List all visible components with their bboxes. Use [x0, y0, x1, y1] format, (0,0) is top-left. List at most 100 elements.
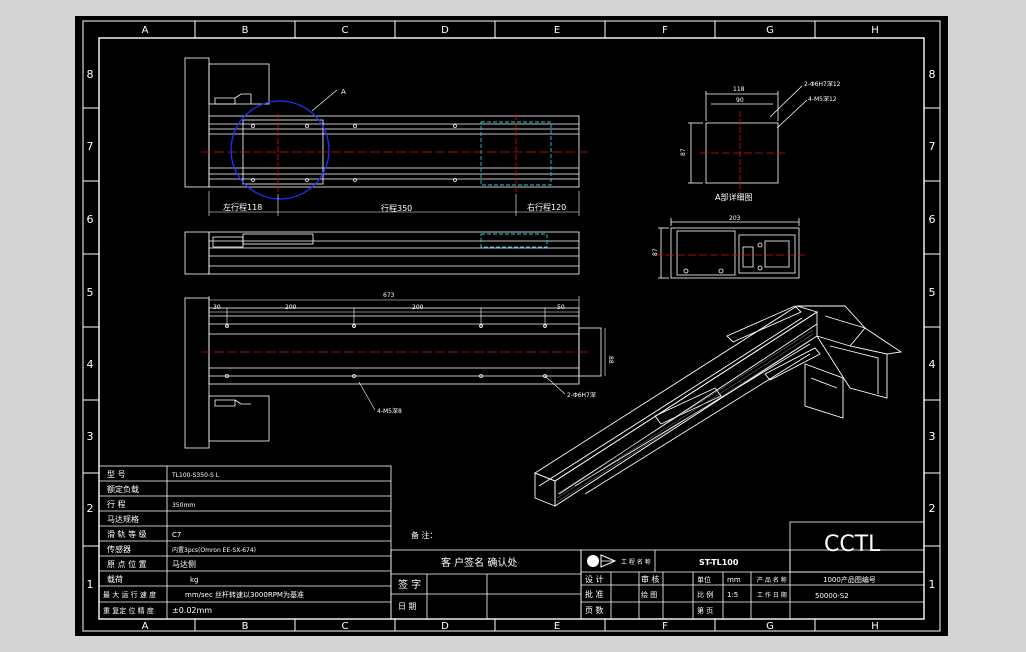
spec-label: 载荷: [107, 574, 123, 584]
spec-table-grid: [98, 465, 392, 620]
outer-frame: [82, 20, 941, 632]
detail-caption: A部详细图: [715, 192, 752, 202]
column-labels-top: A B C D E F G H: [142, 25, 879, 36]
row-label: 4: [87, 358, 94, 371]
product-name: 1000产品图编号: [823, 575, 876, 584]
top-view: [184, 57, 580, 188]
company-name: CCTL: [824, 532, 881, 557]
design-label: 设 计: [585, 574, 604, 584]
top-view-dims: [208, 191, 580, 216]
drawing-code: 50000-S2: [815, 592, 849, 600]
dim-50: 50: [557, 304, 565, 311]
row-label: 1: [87, 578, 94, 591]
row-label: 3: [929, 430, 936, 443]
detail-note-1: 2-Φ6H7深12: [804, 80, 841, 88]
row-label: 6: [929, 213, 936, 226]
detail-width-90: 90: [736, 97, 744, 104]
dim-right-travel: 右行程120: [527, 202, 566, 212]
leader-line: [311, 89, 338, 112]
product-label: 产 品 名 称: [757, 576, 787, 584]
row-label: 8: [87, 68, 94, 81]
spec-value: C7: [172, 531, 181, 539]
detail-circle: [230, 100, 330, 200]
page-label: 页 数: [585, 605, 604, 615]
project-label: 工 程 名 称: [621, 558, 651, 566]
approval-grid: [390, 549, 582, 620]
spec-value: TL100-S350-S L: [171, 472, 220, 479]
spec-label: 马达规格: [107, 514, 139, 524]
end-width: 203: [729, 215, 741, 222]
row-label: 8: [929, 68, 936, 81]
spec-label: 额定负载: [107, 484, 139, 494]
zone-ticks: [83, 21, 940, 631]
row-label: 5: [929, 286, 936, 299]
height-mark: 88: [607, 356, 614, 364]
spec-value: 马达侧: [172, 559, 196, 569]
row-label: 7: [87, 140, 94, 153]
carriage-travel-end: [480, 121, 552, 186]
sheet-label: 第 页: [697, 606, 713, 615]
detail-note-2: 4-M5深12: [808, 95, 837, 103]
col-label: F: [662, 25, 668, 36]
spec-value: 内置3pcs(Omron EE-SX-674): [172, 546, 256, 554]
col-label: H: [871, 25, 879, 36]
end-view: [658, 218, 800, 279]
spec-label: 重 复定 位 精 度: [103, 606, 154, 615]
scale-value: 1:5: [727, 591, 738, 599]
spec-table: 型 号 TL100-S350-S L 额定负载 行 程 350mm 马达规格 滑…: [103, 470, 304, 615]
col-label: D: [441, 621, 449, 632]
dim-30: 30: [213, 304, 221, 311]
detail-height: 87: [680, 148, 687, 156]
col-label: G: [766, 621, 774, 632]
spec-label: 行 程: [107, 499, 126, 509]
hole-note-right: 2-Φ6H7深: [567, 391, 596, 399]
approval-header: 客 户签名 确认处: [441, 556, 517, 569]
row-label: 4: [929, 358, 936, 371]
detail-width-118: 118: [733, 86, 745, 93]
col-label: G: [766, 25, 774, 36]
project-name: ST-TL100: [699, 558, 739, 567]
isometric-view: [534, 305, 903, 507]
spec-value: 350mm: [172, 502, 195, 509]
spec-label: 传感器: [107, 544, 131, 554]
col-label: D: [441, 25, 449, 36]
detail-a-view: [688, 85, 808, 184]
col-label: E: [554, 25, 560, 36]
col-label: A: [142, 25, 149, 36]
row-label: 2: [87, 502, 94, 515]
row-label: 1: [929, 578, 936, 591]
hole-note: 4-M5深8: [377, 407, 402, 415]
spec-label: 型 号: [107, 470, 126, 479]
dim-travel: 行程350: [381, 203, 412, 213]
spec-label: 滑 轨 等 级: [107, 529, 147, 539]
unit-label: 单位: [697, 575, 711, 584]
row-labels-left: 8 7 6 5 4 3 2 1: [87, 68, 94, 591]
title-block-grid: [580, 521, 925, 620]
isometric-rail-hatch: [556, 329, 814, 503]
approval-date: 日 期: [398, 602, 417, 611]
col-label: E: [554, 621, 560, 632]
dim-200b: 200: [412, 304, 424, 311]
row-label: 5: [87, 286, 94, 299]
spec-label: 原 点 位 置: [107, 559, 147, 569]
col-label: H: [871, 621, 879, 632]
col-label: C: [342, 621, 349, 632]
bottom-view-dims: [208, 296, 606, 411]
row-labels-right: 8 7 6 5 4 3 2 1: [929, 68, 936, 591]
dim-200a: 200: [285, 304, 297, 311]
inner-frame: [98, 37, 925, 620]
col-label: B: [242, 25, 249, 36]
carriage-travel-end: [480, 233, 548, 248]
row-label: 7: [929, 140, 936, 153]
col-label: A: [142, 621, 149, 632]
approve-label: 批 准: [585, 589, 604, 599]
company-logo: [587, 554, 617, 568]
col-label: F: [662, 621, 668, 632]
spec-value: kg: [190, 576, 199, 584]
col-label: B: [242, 621, 249, 632]
approval-sign: 签 字: [398, 578, 421, 591]
dim-left-travel: 左行程118: [223, 202, 262, 212]
side-view-profile: [184, 231, 580, 275]
callout-a: A: [341, 88, 346, 96]
dim-total-length: 673: [383, 292, 395, 299]
